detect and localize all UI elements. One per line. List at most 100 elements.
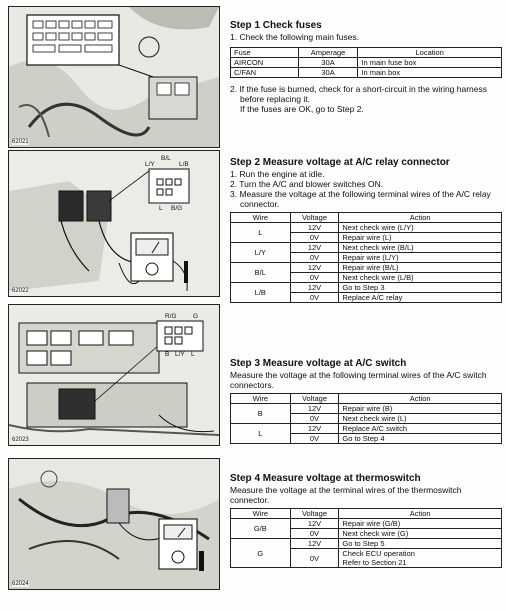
pin-label-l: L [191,351,195,358]
cell-action: Go to Step 4 [338,433,502,444]
figure-ac-switch: R/G G B L/Y L 62023 [8,304,220,446]
table-row: L 12V Replace A/C switch [230,423,502,444]
step3-voltage-table: Wire Voltage Action B 12V Repair wire (B… [230,393,502,444]
step1-note-ok: If the fuses are OK, go to Step 2. [240,104,364,114]
col-header-voltage: Voltage [289,393,340,404]
cell-action: Next check wire (L/Y) [338,222,502,233]
step1-fuse-table: Fuse Amperage Location AIRCON 30A In mai… [230,47,502,78]
cell-wire: L [230,222,291,243]
figure-code: 62024 [12,581,29,587]
col-header-fuse: Fuse [230,47,299,58]
table-row: L/B 12V Go to Step 3 [230,282,502,303]
step3-instruction: Measure the voltage at the following ter… [230,370,487,390]
cell-voltage: 0V [289,413,340,424]
cell-wire: L/B [230,282,291,303]
ac-switch-illustration [9,305,219,445]
step3-section: Step 3 Measure voltage at A/C switch Mea… [230,358,502,444]
cell-voltage: 0V [289,433,340,444]
cell-action: Repair wire (B) [338,403,502,414]
step1-section: Step 1 Check fuses 1. Check the followin… [230,20,502,114]
pin-label-bl: B/L [161,155,171,162]
cell-fuse: C/FAN [230,67,299,78]
fuse-box-illustration [9,7,219,147]
thermoswitch-illustration [9,459,219,589]
col-header-wire: Wire [230,393,291,404]
cell-amperage: 30A [297,67,359,78]
cell-voltage: 0V [289,528,340,539]
pin-label-l: L [159,205,163,212]
cell-action: Check ECU operation Refer to Section 21 [338,548,502,568]
cell-voltage: 0V [289,272,340,283]
col-header-voltage: Voltage [289,212,340,223]
step1-title: Step 1 Check fuses [230,20,322,31]
cell-voltage: 12V [289,423,340,434]
action-line: Refer to Section 21 [342,558,407,567]
cell-voltage: 0V [289,292,340,303]
step2-section: Step 2 Measure voltage at A/C relay conn… [230,157,502,303]
step2-item: 1. Run the engine at idle. [230,169,325,179]
col-header-action: Action [338,508,502,519]
step2-voltage-table: Wire Voltage Action L 12V Next check wir… [230,212,502,303]
table-row: 0V Replace A/C relay [231,292,502,303]
cell-action: Next check wire (L) [338,413,502,424]
col-header-wire: Wire [230,508,291,519]
pin-label-b: B [165,351,170,358]
figure-ac-relay: B/L L/Y L/B L B/G 62022 [8,150,220,297]
cell-voltage: 12V [289,222,340,233]
figure-code: 62022 [12,288,29,294]
cell-voltage: 12V [289,518,340,529]
step4-instruction: Measure the voltage at the terminal wire… [230,485,462,505]
cell-action: Go to Step 3 [338,282,502,293]
step2-item: 2. Turn the A/C and blower switches ON. [230,179,384,189]
figure-code: 62021 [12,139,29,145]
step4-voltage-table: Wire Voltage Action G/B 12V Repair wire … [230,508,502,568]
figure-fuse-box: 62021 [8,6,220,148]
cell-voltage: 12V [289,262,340,273]
pin-label-g: G [193,313,199,320]
cell-action: Repair wire (L/Y) [338,252,502,263]
cell-action: Replace A/C relay [338,292,502,303]
cell-voltage: 0V [289,548,340,568]
cell-action: Replace A/C switch [338,423,502,434]
pin-label-ly: L/Y [145,161,155,168]
col-header-action: Action [338,212,502,223]
pin-label-lb: L/B [179,161,189,168]
step1-instruction: 1. Check the following main fuses. [230,32,359,42]
step3-title: Step 3 Measure voltage at A/C switch [230,358,407,369]
table-row: L/Y 12V Next check wire (B/L) [230,242,502,263]
cell-fuse: AIRCON [230,57,299,68]
cell-amperage: 30A [297,57,359,68]
cell-wire: B [230,403,291,424]
cell-voltage: 0V [289,252,340,263]
col-header-voltage: Voltage [289,508,340,519]
step2-title: Step 2 Measure voltage at A/C relay conn… [230,157,450,168]
pin-label-ly: L/Y [175,351,185,358]
cell-wire: G/B [230,518,291,539]
table-row: 0V Check ECU operation Refer to Section … [231,548,502,568]
table-row: C/FAN 30A In main box [230,67,502,78]
table-row: 0V Go to Step 4 [231,433,502,444]
cell-action: Go to Step 5 [338,538,502,549]
step1-note: 2. If the fuse is burned, check for a sh… [230,84,488,104]
cell-voltage: 12V [289,282,340,293]
table-row: B 12V Repair wire (B) [230,403,502,424]
cell-action: Repair wire (L) [338,232,502,243]
cell-action: Next check wire (G) [338,528,502,539]
table-row: L 12V Next check wire (L/Y) [230,222,502,243]
pin-label-bg: B/G [171,205,183,212]
cell-action: Next check wire (B/L) [338,242,502,253]
table-row: B/L 12V Repair wire (B/L) [230,262,502,283]
pin-label-rg: R/G [165,313,177,320]
figure-code: 62023 [12,437,29,443]
cell-voltage: 12V [289,242,340,253]
cell-wire: L [230,423,291,444]
col-header-wire: Wire [230,212,291,223]
step2-item: 3. Measure the voltage at the following … [230,189,491,209]
cell-wire: B/L [230,262,291,283]
cell-action: Next check wire (L/B) [338,272,502,283]
cell-action: Repair wire (G/B) [338,518,502,529]
step4-section: Step 4 Measure voltage at thermoswitch M… [230,473,502,568]
figure-thermoswitch: 62024 [8,458,220,590]
cell-voltage: 12V [289,403,340,414]
cell-voltage: 0V [289,232,340,243]
